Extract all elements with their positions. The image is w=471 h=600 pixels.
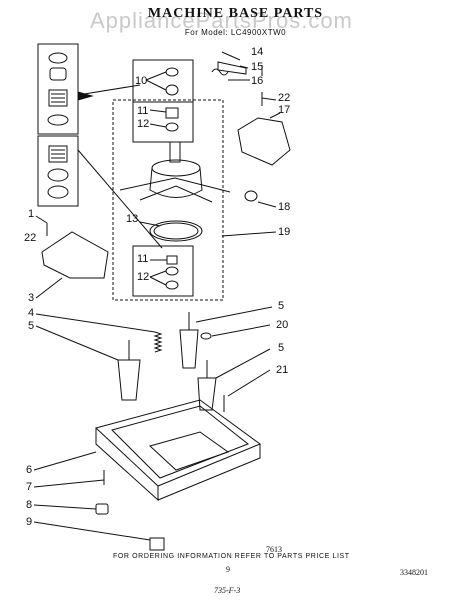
- model-label: For Model: LC4900XTW0: [184, 28, 287, 37]
- callout-5-left: 5: [28, 320, 35, 332]
- lower-inner-box: [132, 245, 194, 297]
- handwritten-note: 735-F-3: [214, 586, 241, 595]
- left-parts-box-lower: [37, 135, 79, 207]
- callout-17: 17: [278, 104, 291, 116]
- callout-11-top: 11: [137, 105, 149, 117]
- callout-6: 6: [26, 464, 33, 476]
- callout-9: 9: [26, 516, 33, 528]
- callout-5-right: 5: [278, 342, 285, 354]
- callout-12-bottom: 12: [137, 271, 150, 283]
- ref-code: 7613: [266, 545, 282, 554]
- upper-inner-box: [132, 101, 194, 143]
- callout-20: 20: [276, 319, 289, 331]
- callout-22-left: 22: [24, 232, 37, 244]
- callout-4: 4: [28, 307, 35, 319]
- base-frame: [95, 399, 262, 487]
- callout-14: 14: [251, 46, 264, 58]
- left-parts-box: [37, 43, 79, 135]
- callout-22-top: 22: [278, 92, 291, 104]
- ordering-notice: FOR ORDERING INFORMATION REFER TO PARTS …: [113, 553, 350, 560]
- doc-number: 3348201: [400, 568, 428, 577]
- callout-3: 3: [28, 292, 35, 304]
- callout-11-bottom: 11: [137, 253, 149, 265]
- callout-21: 21: [276, 364, 289, 376]
- callout-16: 16: [251, 75, 264, 87]
- callout-5-upper: 5: [278, 300, 285, 312]
- callout-12-top: 12: [137, 118, 150, 130]
- page-number: 9: [226, 565, 230, 574]
- callout-10: 10: [135, 75, 148, 87]
- callout-8: 8: [26, 499, 33, 511]
- callout-15: 15: [251, 61, 264, 73]
- callout-7: 7: [26, 481, 33, 493]
- callout-13: 13: [126, 213, 139, 225]
- callout-18: 18: [278, 201, 291, 213]
- main-assembly-box: [112, 99, 224, 301]
- page-title: MACHINE BASE PARTS: [147, 6, 324, 21]
- callout-1: 1: [28, 208, 35, 220]
- callout-19: 19: [278, 226, 291, 238]
- watermark: AppliancePartsPros.com: [90, 8, 353, 33]
